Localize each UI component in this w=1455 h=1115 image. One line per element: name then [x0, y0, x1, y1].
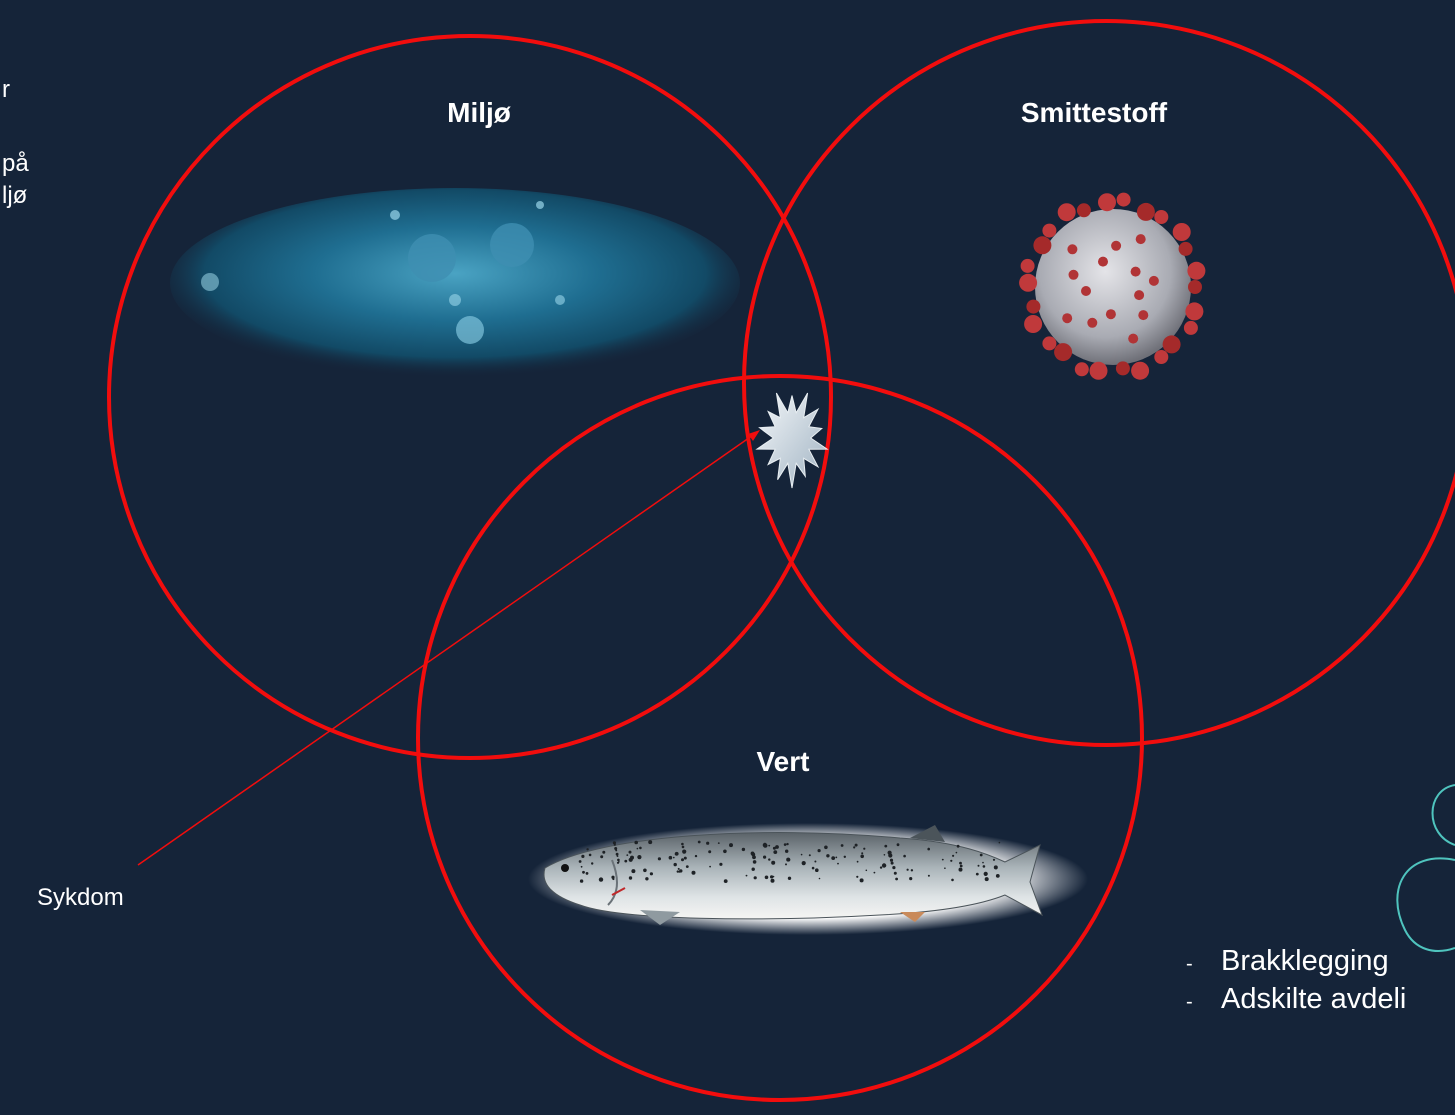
side-text-line: ljø	[2, 180, 29, 212]
measure-text: Brakklegging	[1221, 945, 1389, 977]
environment-label: Miljø	[447, 97, 511, 129]
underwater-bubbles-image	[170, 188, 740, 378]
host-label: Vert	[757, 746, 810, 778]
side-text: r på ljø	[2, 74, 29, 212]
pathogen-label: Smittestoff	[1021, 97, 1167, 129]
side-text-line: på	[2, 148, 29, 180]
measures-list: -Brakklegging -Adskilte avdeli	[1186, 944, 1406, 1020]
measure-text: Adskilte avdeli	[1221, 983, 1406, 1015]
virus-image	[1019, 193, 1205, 380]
salmon-image	[528, 823, 1088, 935]
disease-label: Sykdom	[37, 884, 124, 912]
side-text-line	[2, 106, 29, 138]
decorative-swirl	[1397, 785, 1455, 951]
dash-bullet-icon: -	[1186, 947, 1221, 982]
list-item: -Adskilte avdeli	[1186, 982, 1406, 1020]
burst-icon	[757, 393, 827, 488]
side-text-line: r	[2, 74, 29, 106]
dash-bullet-icon: -	[1186, 985, 1221, 1020]
sykdom-pointer-line	[138, 433, 756, 865]
list-item: -Brakklegging	[1186, 944, 1406, 982]
environment-circle	[109, 36, 831, 758]
